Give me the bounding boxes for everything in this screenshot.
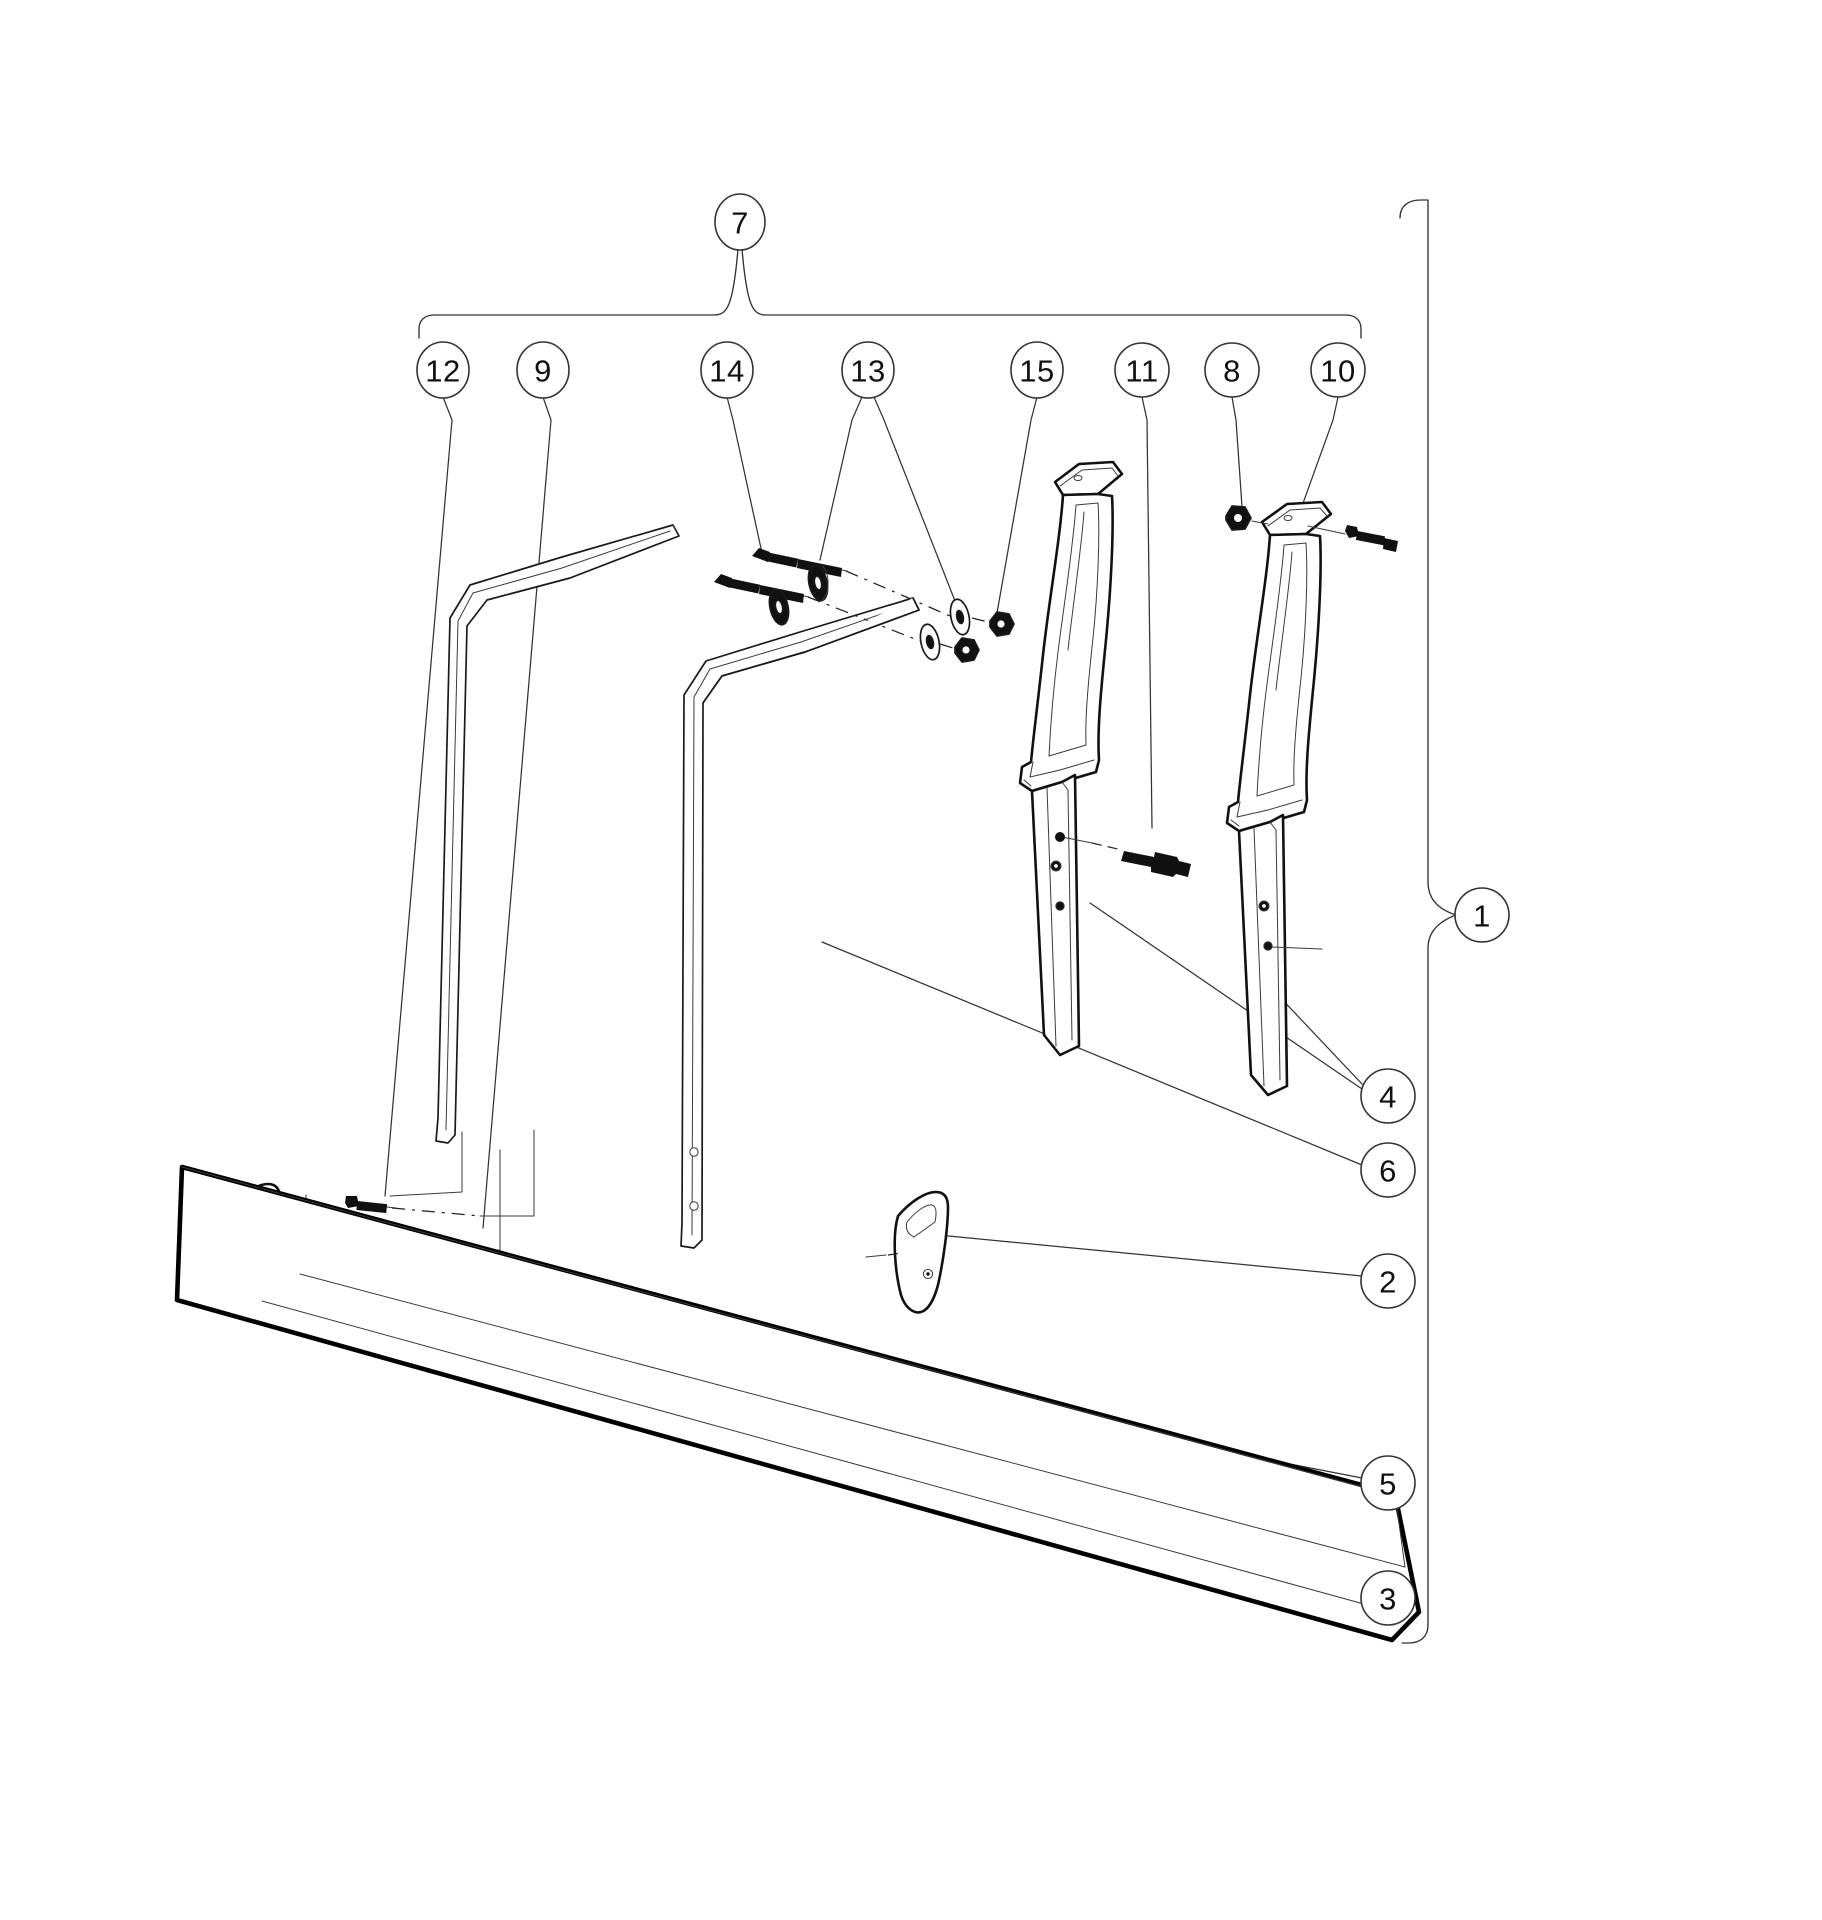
- washer-right-lower: [919, 623, 941, 661]
- balloon-11-label: 11: [1125, 354, 1158, 389]
- hex-nut-item8: [1225, 505, 1269, 531]
- socket-screw-item11: [1055, 832, 1191, 877]
- balloon-3[interactable]: 3: [1360, 1570, 1416, 1626]
- balloon-14[interactable]: 14: [700, 341, 754, 399]
- assembly-outer-bracket: [1399, 199, 1457, 1644]
- balloon-5-label: 5: [1379, 1467, 1397, 1502]
- hardware-centerlines: [807, 570, 989, 649]
- balloon-5[interactable]: 5: [1360, 1455, 1416, 1511]
- balloon-1[interactable]: 1: [1454, 887, 1510, 943]
- balloon-9[interactable]: 9: [516, 341, 570, 399]
- balloon-6-label: 6: [1379, 1154, 1397, 1189]
- balloon-7-label: 7: [731, 206, 749, 241]
- balloon-14-label: 14: [709, 354, 744, 389]
- washer-lower: [768, 588, 790, 626]
- balloon-7[interactable]: 7: [714, 193, 766, 251]
- balloon-layer[interactable]: 7 12 9 14 13 15: [416, 193, 1510, 1626]
- lock-nut-upper: [989, 611, 1015, 637]
- lock-nut-lower: [954, 637, 980, 663]
- leader-lines-top: [384, 396, 1339, 1229]
- balloon-11[interactable]: 11: [1114, 342, 1170, 398]
- balloon-4[interactable]: 4: [1360, 1068, 1416, 1124]
- balloon-13[interactable]: 13: [841, 341, 895, 399]
- balloon-8[interactable]: 8: [1204, 342, 1260, 398]
- cast-leg-left: [1018, 460, 1124, 1057]
- balloon-13-label: 13: [850, 354, 885, 389]
- balloon-15-label: 15: [1019, 354, 1054, 389]
- balloon-12[interactable]: 12: [416, 341, 470, 399]
- balloon-10[interactable]: 10: [1310, 342, 1366, 398]
- balloon-10-label: 10: [1320, 354, 1355, 389]
- balloon-4-label: 4: [1379, 1080, 1397, 1115]
- end-cap-right: [865, 1190, 950, 1314]
- hardware-kit-bracket: [418, 248, 1362, 339]
- balloon-6[interactable]: 6: [1360, 1142, 1416, 1198]
- balloon-3-label: 3: [1379, 1582, 1397, 1617]
- cross-bar: [702, 597, 920, 704]
- balloon-2-label: 2: [1379, 1265, 1397, 1300]
- balloon-8-label: 8: [1223, 354, 1241, 389]
- balloon-9-label: 9: [534, 354, 552, 389]
- balloon-1-label: 1: [1473, 899, 1491, 934]
- handle-tube-left: [435, 524, 680, 1144]
- deck-panel: [174, 1164, 1422, 1643]
- cast-leg-right: [1225, 500, 1333, 1097]
- balloon-2[interactable]: 2: [1360, 1253, 1416, 1309]
- balloon-15[interactable]: 15: [1010, 341, 1064, 399]
- balloon-12-label: 12: [425, 354, 460, 389]
- short-bolt-upper: [345, 1196, 397, 1214]
- washer-right-upper: [949, 598, 971, 636]
- washer-upper: [807, 564, 829, 602]
- hex-bolt-item10: [1307, 525, 1398, 552]
